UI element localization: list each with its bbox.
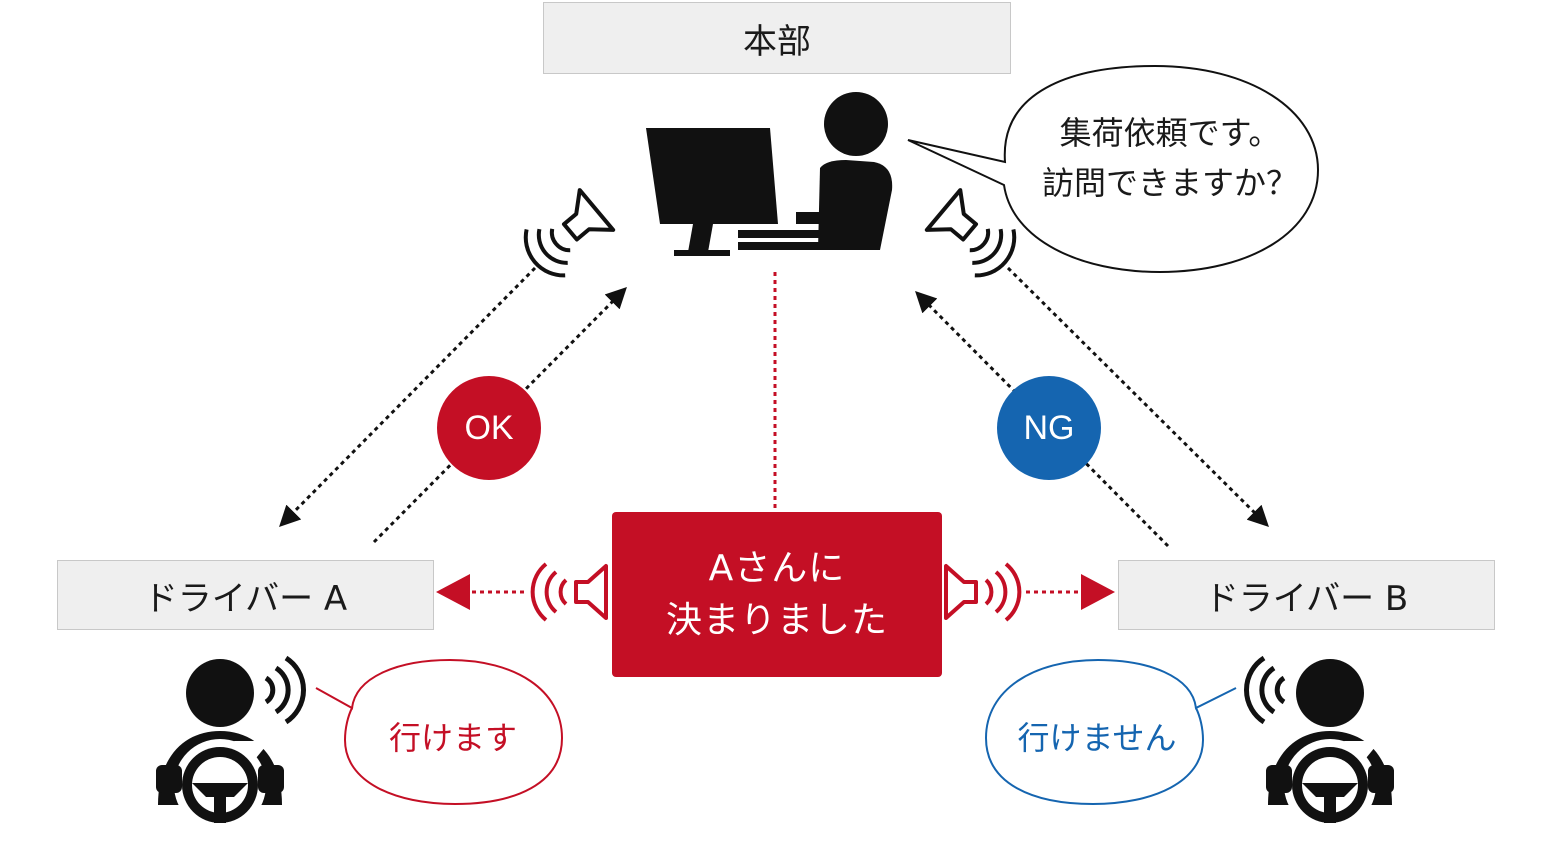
megaphone-icon: [944, 562, 1022, 622]
driver-b-reply: 行けません: [1017, 719, 1177, 757]
operator-at-computer-icon: [646, 92, 893, 256]
ng-badge: NG: [997, 376, 1101, 480]
megaphone-icon: [530, 562, 608, 622]
ok-badge: OK: [437, 376, 541, 480]
hq-speech-text: 集荷依頼です。 訪問できますか？: [1005, 108, 1335, 208]
driver-icon: [156, 659, 284, 831]
sound-wave-icon: [264, 655, 306, 725]
headquarters-label: 本部: [543, 2, 1011, 74]
sound-wave-icon: [1244, 655, 1286, 725]
decision-line: 決まりました: [665, 599, 888, 641]
driver-b-label: ドライバー B: [1118, 560, 1495, 630]
reply-bubble-a: [315, 658, 564, 806]
reply-bubble-b: [984, 658, 1237, 806]
arrow-icon: [279, 266, 537, 527]
driver-a-reply: 行けます: [388, 719, 517, 757]
decision-line: Aさんに: [708, 547, 846, 589]
arrow-icon: [1026, 574, 1115, 610]
hq-speech-line: 集荷依頼です。: [1059, 114, 1281, 152]
decision-box: Aさんに 決まりました: [612, 512, 942, 677]
hq-speech-line: 訪問できますか？: [1041, 164, 1298, 202]
megaphone-icon: [523, 188, 616, 278]
megaphone-icon: [924, 188, 1017, 278]
driver-icon: [1266, 659, 1394, 831]
hq-speech-bubble: [907, 64, 1320, 274]
arrow-icon: [436, 574, 524, 610]
driver-a-label: ドライバー A: [57, 560, 434, 630]
